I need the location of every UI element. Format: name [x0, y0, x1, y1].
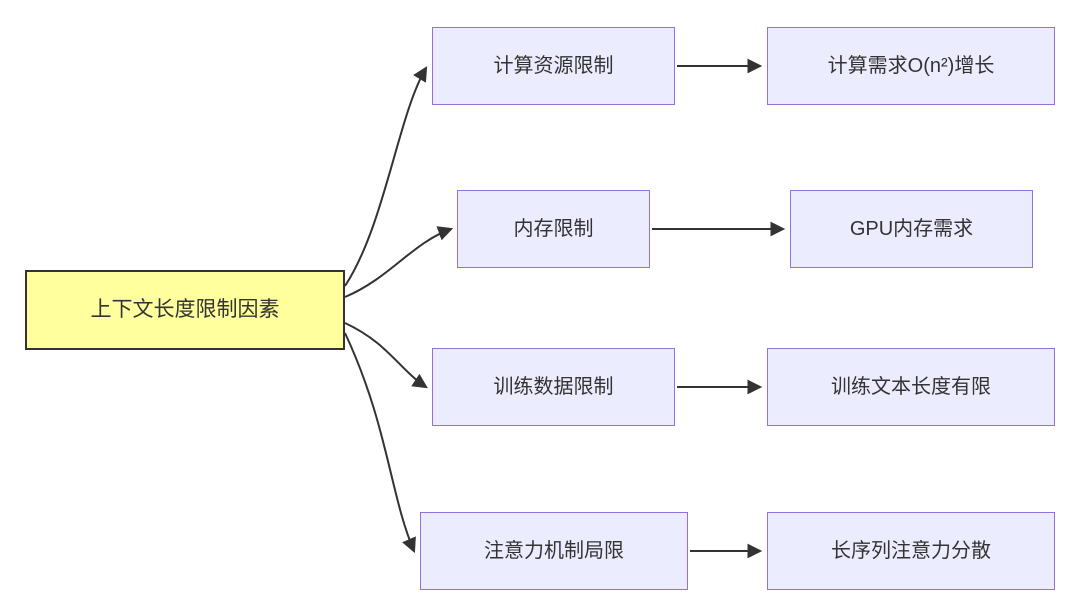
effect-node-text-length: 训练文本长度有限	[767, 348, 1055, 426]
cause-node-label: 内存限制	[513, 218, 594, 240]
effect-node-label: 训练文本长度有限	[831, 376, 991, 398]
cause-node-compute: 计算资源限制	[432, 27, 675, 105]
cause-node-label: 训练数据限制	[493, 376, 614, 398]
root-node-label: 上下文长度限制因素	[90, 298, 280, 322]
effect-node-label: 长序列注意力分散	[831, 540, 991, 562]
effect-node-compute-growth: 计算需求O(n²)增长	[767, 27, 1055, 105]
effect-node-gpu-memory: GPU内存需求	[790, 190, 1033, 268]
edge-root-to-cause-0	[344, 66, 428, 287]
edge-root-to-cause-3	[344, 332, 416, 554]
cause-node-training-data: 训练数据限制	[432, 348, 675, 426]
cause-node-label: 计算资源限制	[493, 55, 614, 77]
effect-node-label: 计算需求O(n²)增长	[827, 55, 995, 77]
effect-node-label: GPU内存需求	[849, 218, 974, 240]
cause-node-label: 注意力机制局限	[484, 540, 624, 562]
edge-root-to-cause-2	[344, 322, 428, 389]
effect-node-attention-dispersion: 长序列注意力分散	[767, 512, 1055, 590]
edge-root-to-cause-1	[344, 226, 454, 298]
cause-node-memory: 内存限制	[457, 190, 650, 268]
root-node: 上下文长度限制因素	[25, 270, 345, 350]
cause-node-attention: 注意力机制局限	[420, 512, 688, 590]
